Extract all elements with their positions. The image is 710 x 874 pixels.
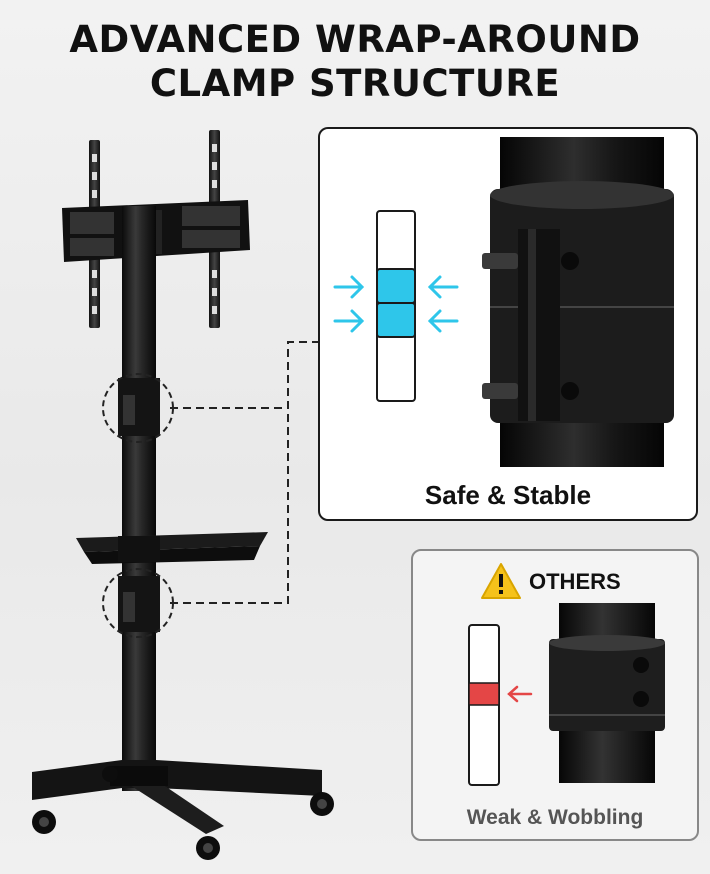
good-clamp-diagram bbox=[333, 210, 459, 402]
wrap-clamp-closeup bbox=[482, 137, 674, 467]
media-shelf bbox=[76, 532, 268, 564]
upper-clamp bbox=[118, 378, 160, 436]
stand-base bbox=[32, 760, 322, 834]
caster-wheels bbox=[32, 766, 334, 860]
safe-stable-panel: Safe & Stable bbox=[318, 127, 698, 521]
headline-line-2: CLAMP STRUCTURE bbox=[149, 62, 561, 105]
headline: ADVANCED WRAP-AROUND CLAMP STRUCTURE bbox=[0, 18, 710, 106]
others-label: OTHERS bbox=[529, 569, 621, 594]
warning-icon bbox=[481, 563, 521, 599]
headline-line-1: ADVANCED WRAP-AROUND bbox=[69, 18, 641, 61]
bad-clamp-diagram bbox=[468, 624, 533, 786]
lower-clamp bbox=[118, 576, 160, 632]
stand-pole bbox=[122, 206, 156, 791]
weak-wobbling-caption: Weak & Wobbling bbox=[466, 806, 644, 829]
callout-leader-lines bbox=[170, 341, 318, 604]
weak-clamp-closeup bbox=[549, 603, 665, 783]
tv-stand-illustration bbox=[32, 130, 334, 860]
others-panel: OTHERS Weak & Wobbling bbox=[411, 549, 699, 841]
safe-stable-caption: Safe & Stable bbox=[424, 480, 592, 510]
